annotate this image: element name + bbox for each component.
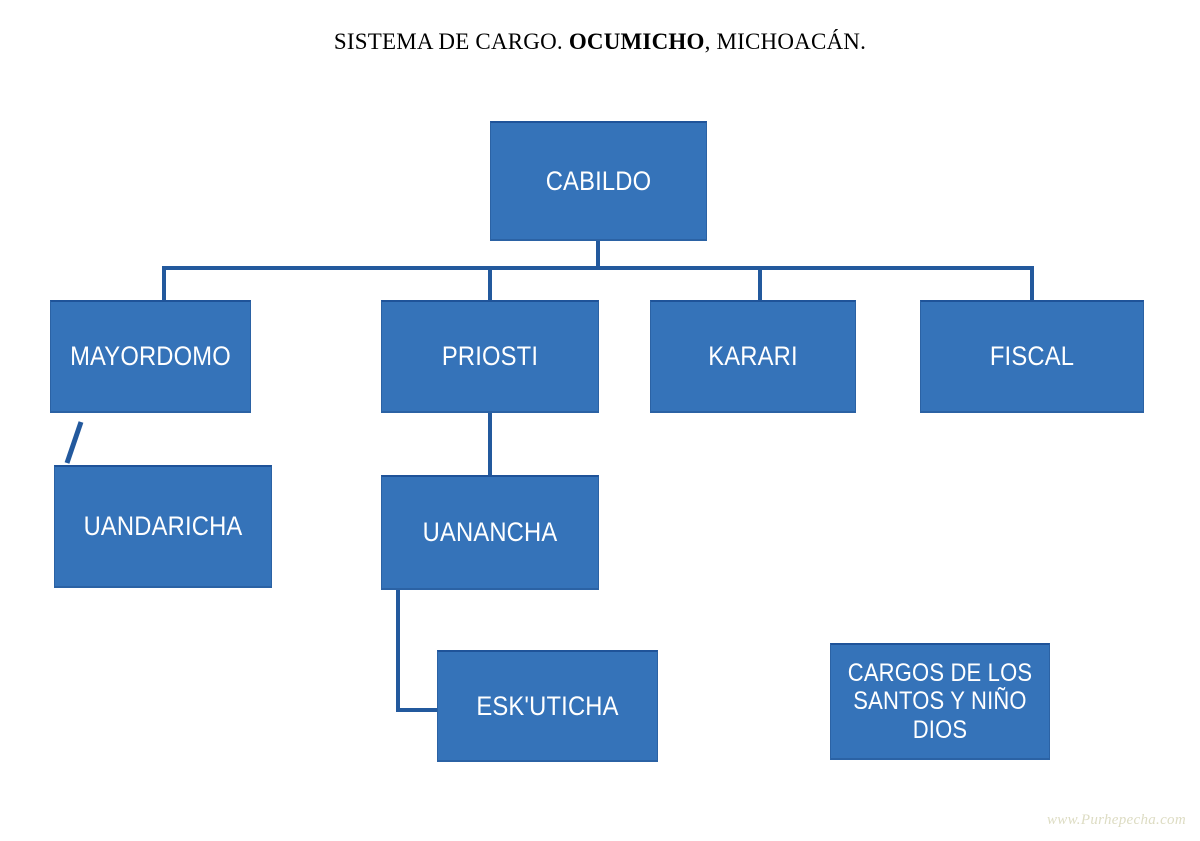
connector-cabildo-karari	[758, 266, 762, 301]
title-emphasis: OCUMICHO	[568, 29, 705, 54]
node-uandaricha-label: UANDARICHA	[83, 511, 243, 542]
connector-cabildo-mayordomo	[162, 266, 166, 301]
node-cabildo-label: CABILDO	[545, 165, 652, 196]
connector-cabildo-fiscal	[1030, 266, 1034, 301]
node-eskuticha[interactable]: ESK'UTICHA	[437, 650, 658, 762]
node-uanancha[interactable]: UANANCHA	[381, 475, 599, 590]
node-cargos-santos-nino-dios[interactable]: CARGOS DE LOS SANTOS Y NIÑO DIOS	[830, 643, 1050, 760]
connector-uanancha-eskuticha-horizontal	[396, 708, 440, 712]
node-priosti[interactable]: PRIOSTI	[381, 300, 599, 413]
title-part-1: SISTEMA DE CARGO.	[333, 29, 569, 54]
connector-mayordomo-uandaricha	[64, 421, 84, 464]
watermark: www.Purhepecha.com	[1047, 812, 1186, 828]
node-fiscal[interactable]: FISCAL	[920, 300, 1144, 413]
node-cabildo[interactable]: CABILDO	[490, 121, 707, 241]
node-karari[interactable]: KARARI	[650, 300, 856, 413]
title-part-2: , MICHOACÁN.	[704, 29, 867, 54]
connector-cabildo-priosti	[488, 266, 492, 301]
node-karari-label: KARARI	[708, 341, 798, 372]
node-fiscal-label: FISCAL	[989, 341, 1075, 372]
node-uanancha-label: UANANCHA	[422, 517, 558, 548]
node-mayordomo-label: MAYORDOMO	[70, 341, 231, 372]
node-eskuticha-label: ESK'UTICHA	[476, 690, 619, 721]
connector-cabildo-stem	[596, 241, 600, 270]
node-mayordomo[interactable]: MAYORDOMO	[50, 300, 251, 413]
connector-priosti-uanancha	[488, 413, 492, 477]
node-uandaricha[interactable]: UANDARICHA	[54, 465, 272, 588]
node-cargos-santos-nino-dios-label: CARGOS DE LOS SANTOS Y NIÑO DIOS	[847, 658, 1033, 744]
connector-level1-bus	[162, 266, 1034, 270]
node-priosti-label: PRIOSTI	[441, 341, 539, 372]
connector-uanancha-eskuticha-vertical	[396, 590, 400, 712]
page-title: SISTEMA DE CARGO. OCUMICHO, MICHOACÁN.	[0, 29, 1200, 55]
